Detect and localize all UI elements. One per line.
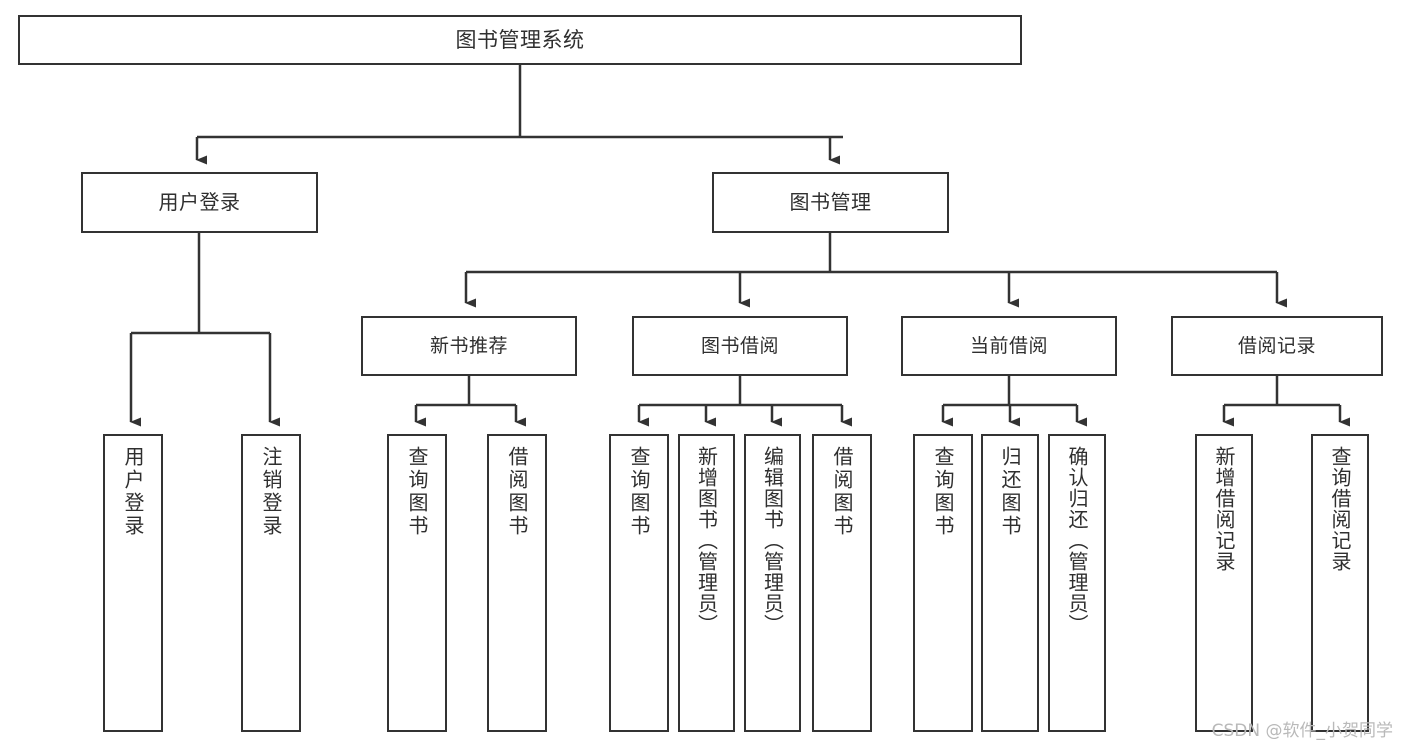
node-user-login[interactable]: 用户登录 [81,172,318,233]
watermark: CSDN @软件_小贺同学 [1211,721,1393,741]
node-borrow-record[interactable]: 借阅记录 [1171,316,1383,376]
node-label: 新书推荐 [429,334,508,357]
node-label: 确认归还（管理员） [1065,446,1089,635]
node-label: 查询图书 [405,446,429,538]
leaf-query-book-recommend[interactable]: 查询图书 [387,434,447,732]
leaf-query-book-borrow[interactable]: 查询图书 [609,434,669,732]
leaf-borrow-book-recommend[interactable]: 借阅图书 [487,434,547,732]
leaf-query-book-current[interactable]: 查询图书 [913,434,973,732]
node-label: 用户登录 [121,446,145,538]
node-root[interactable]: 图书管理系统 [18,15,1022,65]
node-label: 注销登录 [259,446,283,538]
node-label: 新增图书（管理员） [694,446,719,635]
node-current-borrow[interactable]: 当前借阅 [901,316,1117,376]
node-label: 查询借阅记录 [1328,446,1352,572]
node-label: 新增借阅记录 [1212,446,1236,572]
node-label: 借阅记录 [1237,334,1316,357]
node-label: 图书管理系统 [455,27,585,52]
leaf-add-borrow-record[interactable]: 新增借阅记录 [1195,434,1253,732]
leaf-confirm-return-admin[interactable]: 确认归还（管理员） [1048,434,1106,732]
leaf-query-borrow-record[interactable]: 查询借阅记录 [1311,434,1369,732]
node-label: 当前借阅 [969,334,1048,357]
node-book-borrow[interactable]: 图书借阅 [632,316,848,376]
node-label: 图书借阅 [700,334,779,357]
node-label: 查询图书 [931,446,955,538]
node-label: 图书管理 [789,189,872,214]
node-label: 用户登录 [158,189,241,214]
leaf-user-login[interactable]: 用户登录 [103,434,163,732]
leaf-logout[interactable]: 注销登录 [241,434,301,732]
node-book-management[interactable]: 图书管理 [712,172,949,233]
node-label: 归还图书 [998,446,1022,538]
leaf-edit-book-admin[interactable]: 编辑图书（管理员） [744,434,801,732]
node-label: 编辑图书（管理员） [760,446,785,635]
node-label: 借阅图书 [830,446,854,538]
node-label: 查询图书 [627,446,651,538]
leaf-borrow-book[interactable]: 借阅图书 [812,434,872,732]
node-new-book-recommend[interactable]: 新书推荐 [361,316,577,376]
leaf-add-book-admin[interactable]: 新增图书（管理员） [678,434,735,732]
leaf-return-book[interactable]: 归还图书 [981,434,1039,732]
node-label: 借阅图书 [505,446,529,538]
